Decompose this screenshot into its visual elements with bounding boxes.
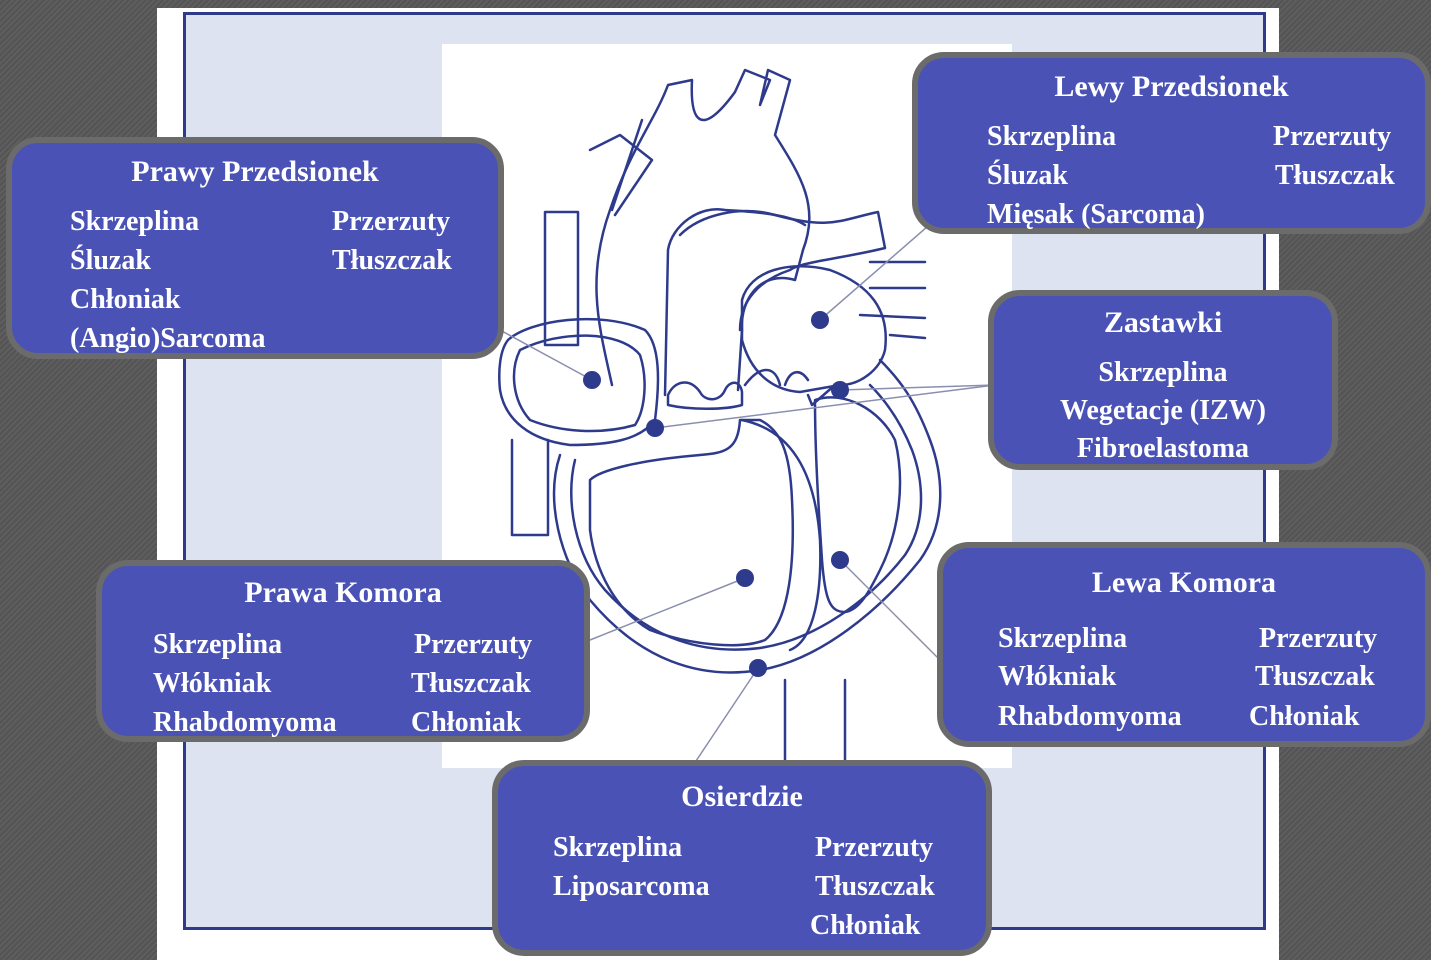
right-atrium-box: Prawy Przedsionek Skrzeplina Przerzuty Ś… xyxy=(6,137,504,359)
left-ventricle-title: Lewa Komora xyxy=(943,564,1425,602)
heart-outer-wall xyxy=(554,360,940,672)
right-atrium-item: Tłuszczak xyxy=(332,242,452,280)
pericardium-item: Tłuszczak xyxy=(815,868,935,906)
aortic-valve xyxy=(668,383,742,409)
right-ventricle-item: Rhabdomyoma xyxy=(153,704,337,742)
right-ventricle-title: Prawa Komora xyxy=(102,574,584,612)
right-ventricle-item: Włókniak xyxy=(153,665,271,703)
marker-pericardium xyxy=(749,659,767,677)
marker-left-atrium xyxy=(811,311,829,329)
left-ventricle-box: Lewa Komora Skrzeplina Przerzuty Włóknia… xyxy=(937,542,1431,747)
valves-box: Zastawki Skrzeplina Wegetacje (IZW) Fibr… xyxy=(988,290,1338,470)
pericardium-item: Liposarcoma xyxy=(553,868,710,906)
aortic-arch-inner xyxy=(665,209,805,395)
inferior-vena-cava xyxy=(512,440,548,535)
valves-title: Zastawki xyxy=(994,304,1332,342)
marker-right-atrium xyxy=(583,371,601,389)
left-ventricle-item: Rhabdomyoma xyxy=(998,698,1182,736)
left-ventricle-item: Tłuszczak xyxy=(1255,658,1375,696)
left-atrium-item: Śluzak xyxy=(987,157,1068,195)
pericardium-item: Chłoniak xyxy=(810,907,921,945)
right-ventricle-item: Chłoniak xyxy=(411,704,522,742)
valve-cusps xyxy=(745,370,808,385)
pulmonary-trunk xyxy=(680,211,885,330)
right-ventricle-item: Tłuszczak xyxy=(411,665,531,703)
leader-right-ventricle xyxy=(590,578,745,640)
pericardium-item: Przerzuty xyxy=(815,829,933,867)
right-ventricle-item: Przerzuty xyxy=(414,626,532,664)
superior-vena-cava xyxy=(545,212,578,345)
left-ventricle-item: Chłoniak xyxy=(1249,698,1360,736)
valves-item: Fibroelastoma xyxy=(994,430,1332,468)
left-atrium-title: Lewy Przedsionek xyxy=(918,68,1425,106)
marker-mitral-valve xyxy=(831,381,849,399)
right-atrium-title: Prawy Przedsionek xyxy=(12,153,498,191)
left-ventricle-item: Włókniak xyxy=(998,658,1116,696)
pericardium-item: Skrzeplina xyxy=(553,829,682,867)
right-atrium-item: Przerzuty xyxy=(332,203,450,241)
left-atrium-item: Mięsak (Sarcoma) xyxy=(987,196,1205,234)
left-atrium xyxy=(742,266,886,392)
valves-item: Wegetacje (IZW) xyxy=(994,392,1332,430)
pericardium-title: Osierdzie xyxy=(498,778,986,816)
right-atrium-item: Śluzak xyxy=(70,242,151,280)
right-atrium-item: Skrzeplina xyxy=(70,203,199,241)
left-atrium-item: Skrzeplina xyxy=(987,118,1116,156)
left-atrium-box: Lewy Przedsionek Skrzeplina Przerzuty Śl… xyxy=(912,52,1431,234)
right-ventricle-item: Skrzeplina xyxy=(153,626,282,664)
leader-valves xyxy=(655,385,995,428)
right-ventricle xyxy=(590,420,793,645)
marker-tricuspid-valve xyxy=(646,419,664,437)
left-ventricle-item: Przerzuty xyxy=(1259,620,1377,658)
left-ventricle xyxy=(815,397,900,612)
leader-left-ventricle xyxy=(840,560,940,660)
left-ventricle-item: Skrzeplina xyxy=(998,620,1127,658)
right-atrium-inner xyxy=(514,336,645,431)
left-atrium-item: Przerzuty xyxy=(1273,118,1391,156)
pulmonary-veins xyxy=(860,262,925,338)
right-atrium-item: (Angio)Sarcoma xyxy=(70,320,265,358)
pericardium-box: Osierdzie Skrzeplina Przerzuty Liposarco… xyxy=(492,760,992,956)
marker-left-ventricle xyxy=(831,551,849,569)
right-ventricle-box: Prawa Komora Skrzeplina Przerzuty Włókni… xyxy=(96,560,590,742)
descending-aorta xyxy=(785,680,845,765)
marker-right-ventricle xyxy=(736,569,754,587)
valves-item: Skrzeplina xyxy=(994,354,1332,392)
right-atrium-item: Chłoniak xyxy=(70,281,181,319)
aortic-arch xyxy=(596,70,809,390)
leader-pericardium xyxy=(690,668,758,770)
left-atrium-item: Tłuszczak xyxy=(1275,157,1395,195)
aorta-branch-2 xyxy=(590,135,652,215)
